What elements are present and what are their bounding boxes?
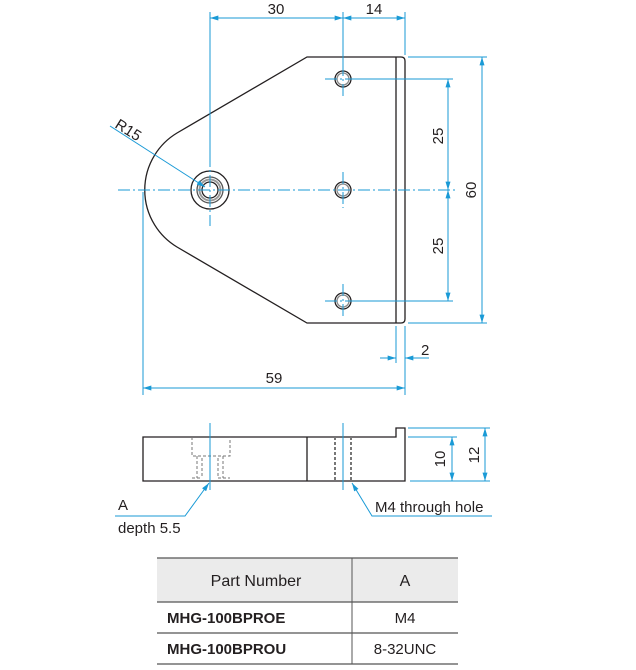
part-table: Part Number A MHG-100BPROE M4 MHG-100BPR… — [157, 557, 458, 665]
plate-outline — [144, 56, 406, 324]
dim-25-upper: 25 — [430, 128, 447, 145]
side-outline — [142, 427, 406, 482]
dim-30: 30 — [268, 1, 285, 18]
dim-2: 2 — [421, 342, 429, 359]
top-view: 30 14 R15 25 25 60 2 59 — [109, 1, 487, 395]
row-1-part: MHG-100BPROE — [167, 610, 285, 627]
row-2-part: MHG-100BPROU — [167, 641, 286, 658]
dim-59: 59 — [266, 370, 283, 387]
dim-25-lower: 25 — [430, 238, 447, 255]
side-view: 10 12 A depth 5.5 M4 through hole — [115, 423, 492, 537]
callout-a-label: A — [118, 497, 128, 514]
callout-through-hole: M4 through hole — [375, 499, 483, 516]
dim-10: 10 — [432, 451, 449, 468]
row-2-a: 8-32UNC — [374, 641, 437, 658]
header-part-number: Part Number — [211, 573, 302, 590]
dim-r15: R15 — [112, 116, 144, 145]
dim-12: 12 — [466, 447, 483, 464]
callout-a-depth: depth 5.5 — [118, 520, 181, 537]
header-a: A — [400, 573, 411, 590]
dim-14: 14 — [366, 1, 383, 18]
table-header — [157, 558, 458, 602]
dim-60: 60 — [463, 182, 480, 199]
row-1-a: M4 — [395, 610, 416, 627]
